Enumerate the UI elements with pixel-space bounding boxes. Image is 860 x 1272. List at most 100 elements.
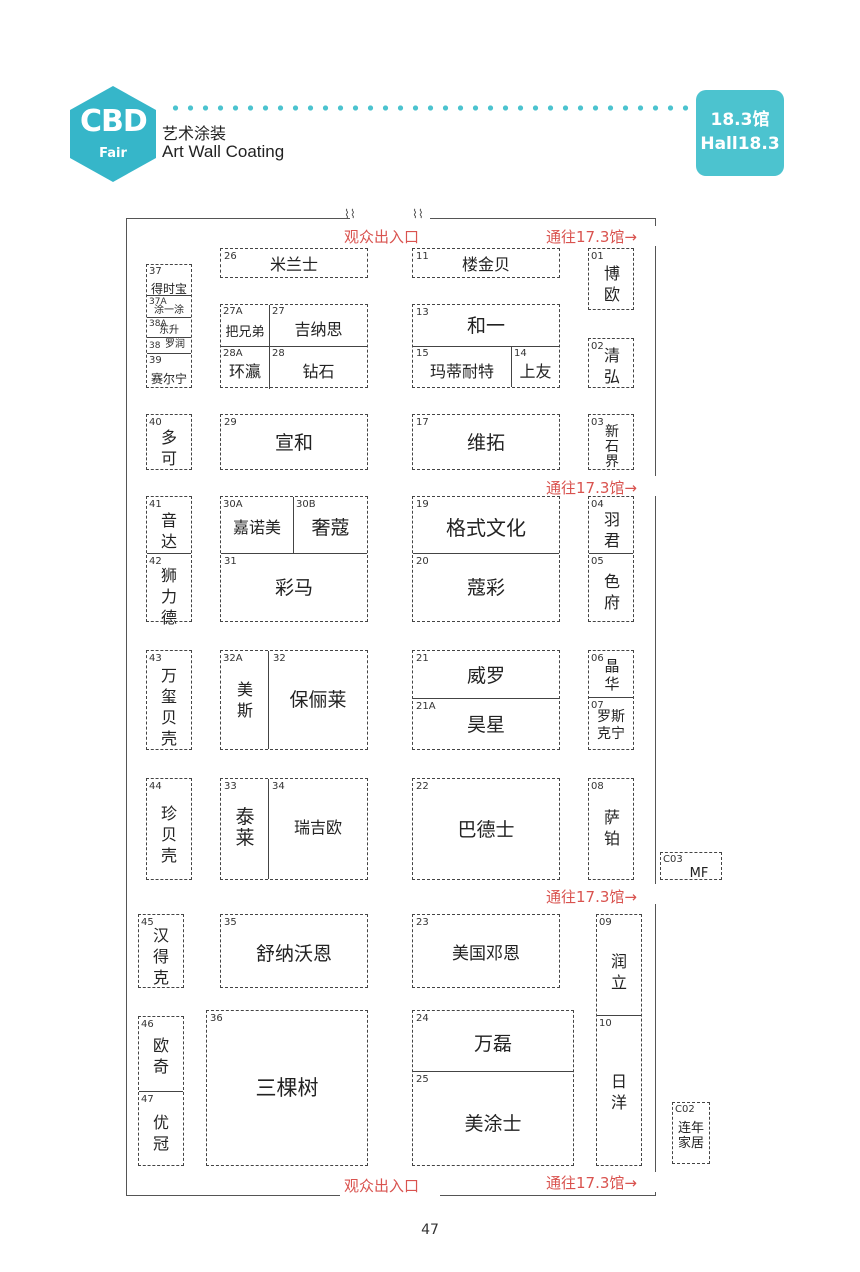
booth-28a: 环瀛 xyxy=(228,362,261,381)
booth-02[interactable]: 02 清弘 xyxy=(588,338,634,388)
booth-number: 35 xyxy=(224,917,237,928)
booth-group-27-28: 27A 把兄弟 27 吉纳思 28A 环瀛 28 钻石 xyxy=(220,304,368,389)
booth-32a: 美斯 xyxy=(236,680,253,720)
booth-number: 30B xyxy=(296,499,316,510)
booth-group-24-25: 24 万磊 25 美涂士 xyxy=(412,1010,574,1166)
booth-number: 41 xyxy=(149,499,162,510)
booth-group-32: 32A 美斯 32 保俪莱 xyxy=(220,650,368,750)
booth-number: 29 xyxy=(224,417,237,428)
booth-group-37-39: 37 得时宝 37A 涂一涂 38A 东升 38 罗润 39 赛尔宁 xyxy=(146,264,192,388)
to-hall-sign: 通往17.3馆→ xyxy=(546,1174,637,1192)
booth-name: 舒纳沃恩 xyxy=(255,943,332,965)
booth-13: 和一 xyxy=(466,315,505,337)
booth-25: 美涂士 xyxy=(464,1113,522,1135)
booth-10: 日洋 xyxy=(610,1072,627,1112)
booth-name: 美国邓恩 xyxy=(452,944,520,964)
booth-44[interactable]: 44 珍贝壳 xyxy=(146,778,192,880)
booth-number: 04 xyxy=(591,499,604,510)
booth-38a: 东升 xyxy=(159,325,179,336)
booth-01[interactable]: 01 博欧 xyxy=(588,248,634,310)
booth-number: 36 xyxy=(210,1013,223,1024)
booth-group-09-10: 09 润立 10 日洋 xyxy=(596,914,642,1166)
booth-group-33-34: 33 泰莱 34 瑞吉欧 xyxy=(220,778,368,880)
booth-30b: 奢蔻 xyxy=(311,517,350,539)
booth-name: 汉得克 xyxy=(152,926,169,987)
booth-22[interactable]: 22 巴德士 xyxy=(412,778,560,880)
booth-35[interactable]: 35 舒纳沃恩 xyxy=(220,914,368,988)
booth-number: 23 xyxy=(416,917,429,928)
booth-number: 33 xyxy=(224,781,237,792)
booth-number: 38 xyxy=(149,341,161,351)
booth-08[interactable]: 08 萨铂 xyxy=(588,778,634,880)
booth-26[interactable]: 26 米兰士 xyxy=(220,248,368,278)
hall-en: Hall18.3 xyxy=(700,134,780,154)
booth-number: 37A xyxy=(149,297,167,307)
booth-37a: 涂一涂 xyxy=(154,305,184,316)
booth-name: 巴德士 xyxy=(457,819,515,841)
booth-name: 宣和 xyxy=(274,432,313,454)
booth-27: 吉纳思 xyxy=(294,320,343,339)
booth-name: MF xyxy=(689,866,709,881)
booth-name: 珍贝壳 xyxy=(160,804,177,865)
booth-group-04-05: 04 羽君 05 色府 xyxy=(588,496,634,622)
booth-04: 羽君 xyxy=(603,510,620,550)
booth-38: 罗润 xyxy=(165,339,185,350)
booth-number: 01 xyxy=(591,251,604,262)
booth-number: 08 xyxy=(591,781,604,792)
booth-number: 31 xyxy=(224,556,237,567)
booth-number: 25 xyxy=(416,1074,429,1085)
booth-39: 赛尔宁 xyxy=(150,372,187,386)
booth-name: 万玺贝壳 xyxy=(160,666,177,748)
booth-32: 保俪莱 xyxy=(289,689,347,711)
booth-11[interactable]: 11 楼金贝 xyxy=(412,248,560,278)
booth-number: 34 xyxy=(272,781,285,792)
booth-24: 万磊 xyxy=(473,1033,512,1055)
dotted-divider xyxy=(168,104,696,112)
booth-name: 新石界 xyxy=(605,424,619,470)
booth-03[interactable]: 03 新石界 xyxy=(588,414,634,470)
booth-number: 14 xyxy=(514,348,527,359)
booth-number: 26 xyxy=(224,251,237,262)
booth-number: 28 xyxy=(272,348,285,359)
to-hall-sign: 通往17.3馆→ xyxy=(546,479,637,497)
booth-30a: 嘉诺美 xyxy=(232,518,281,537)
booth-20: 蔻彩 xyxy=(466,577,505,599)
booth-36[interactable]: 36 三棵树 xyxy=(206,1010,368,1166)
booth-number: 10 xyxy=(599,1018,612,1029)
booth-group-06-07: 06 晶华 07 罗斯克宁 xyxy=(588,650,634,750)
page-number: 47 xyxy=(421,1222,439,1238)
booth-41: 音达 xyxy=(160,511,177,551)
door-icon: ⌇⌇ xyxy=(344,207,356,221)
booth-29[interactable]: 29 宣和 xyxy=(220,414,368,470)
booth-17[interactable]: 17 维拓 xyxy=(412,414,560,470)
booth-28: 钻石 xyxy=(302,362,335,381)
booth-name: 多可 xyxy=(160,428,177,468)
booth-number: 44 xyxy=(149,781,162,792)
booth-number: 07 xyxy=(591,700,604,711)
booth-number: C03 xyxy=(663,854,683,865)
booth-40[interactable]: 40 多可 xyxy=(146,414,192,470)
booth-number: 27 xyxy=(272,306,285,317)
booth-number: C02 xyxy=(675,1104,695,1115)
booth-number: 28A xyxy=(223,348,243,359)
booth-21a: 昊星 xyxy=(466,714,505,736)
booth-c02[interactable]: C02 连年家居 xyxy=(672,1102,710,1164)
booth-43[interactable]: 43 万玺贝壳 xyxy=(146,650,192,750)
logo-text: CBD xyxy=(80,104,148,139)
booth-c03[interactable]: C03 MF xyxy=(660,852,722,881)
booth-23[interactable]: 23 美国邓恩 xyxy=(412,914,560,988)
booth-number: 21 xyxy=(416,653,429,664)
booth-number: 09 xyxy=(599,917,612,928)
booth-21: 威罗 xyxy=(466,665,505,687)
booth-number: 37 xyxy=(149,266,162,277)
booth-27a: 把兄弟 xyxy=(225,325,265,340)
booth-number: 11 xyxy=(416,251,429,262)
booth-name: 连年家居 xyxy=(677,1121,704,1151)
booth-05: 色府 xyxy=(603,572,620,612)
booth-number: 20 xyxy=(416,556,429,567)
logo-sub: Fair xyxy=(99,146,127,161)
booth-42: 狮力德 xyxy=(160,566,177,627)
booth-45[interactable]: 45 汉得克 xyxy=(138,914,184,988)
booth-number: 43 xyxy=(149,653,162,664)
booth-group-21: 21 威罗 21A 昊星 xyxy=(412,650,560,750)
